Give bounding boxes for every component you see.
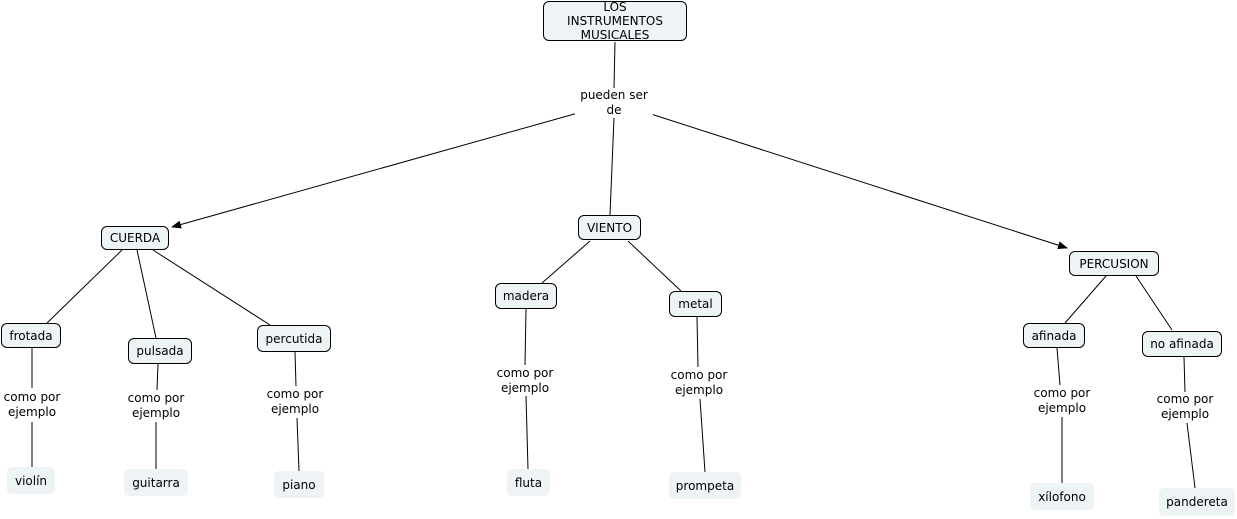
concept-viento[interactable]: VIENTO: [578, 215, 641, 240]
linking-phrase-ejemplo: como por ejemplo: [0, 390, 64, 420]
linking-phrase-ejemplo: como por ejemplo: [124, 391, 188, 421]
linking-phrase-ejemplo: como por ejemplo: [263, 387, 327, 417]
concept-metal[interactable]: metal: [669, 291, 722, 317]
concept-cuerda[interactable]: CUERDA: [101, 226, 169, 250]
example-fluta[interactable]: fluta: [507, 469, 550, 496]
concept-frotada[interactable]: frotada: [1, 323, 61, 348]
example-piano[interactable]: piano: [274, 471, 324, 498]
example-pandereta[interactable]: pandereta: [1159, 488, 1235, 516]
example-guitarra[interactable]: guitarra: [124, 469, 188, 496]
root-concept-label: LOS INSTRUMENTOS MUSICALES: [567, 0, 663, 42]
root-concept[interactable]: LOS INSTRUMENTOS MUSICALES: [543, 0, 687, 42]
linking-phrase-ejemplo: como por ejemplo: [1153, 392, 1217, 422]
concept-percusion[interactable]: PERCUSION: [1069, 251, 1159, 276]
concept-no-afinada[interactable]: no afinada: [1142, 331, 1222, 357]
example-xilofono[interactable]: xílofono: [1030, 483, 1094, 510]
linking-phrase-ejemplo: como por ejemplo: [667, 368, 731, 398]
example-violin[interactable]: violín: [7, 467, 55, 494]
concept-madera[interactable]: madera: [495, 283, 557, 309]
concept-pulsada[interactable]: pulsada: [128, 338, 192, 364]
linking-phrase-ejemplo: como por ejemplo: [493, 366, 557, 396]
concept-afinada[interactable]: afinada: [1023, 323, 1085, 348]
linking-phrase-pueden-ser-de: pueden ser de: [575, 88, 653, 118]
linking-phrase-ejemplo: como por ejemplo: [1030, 386, 1094, 416]
example-prompeta[interactable]: prompeta: [669, 472, 741, 499]
concept-percutida[interactable]: percutida: [257, 325, 331, 352]
